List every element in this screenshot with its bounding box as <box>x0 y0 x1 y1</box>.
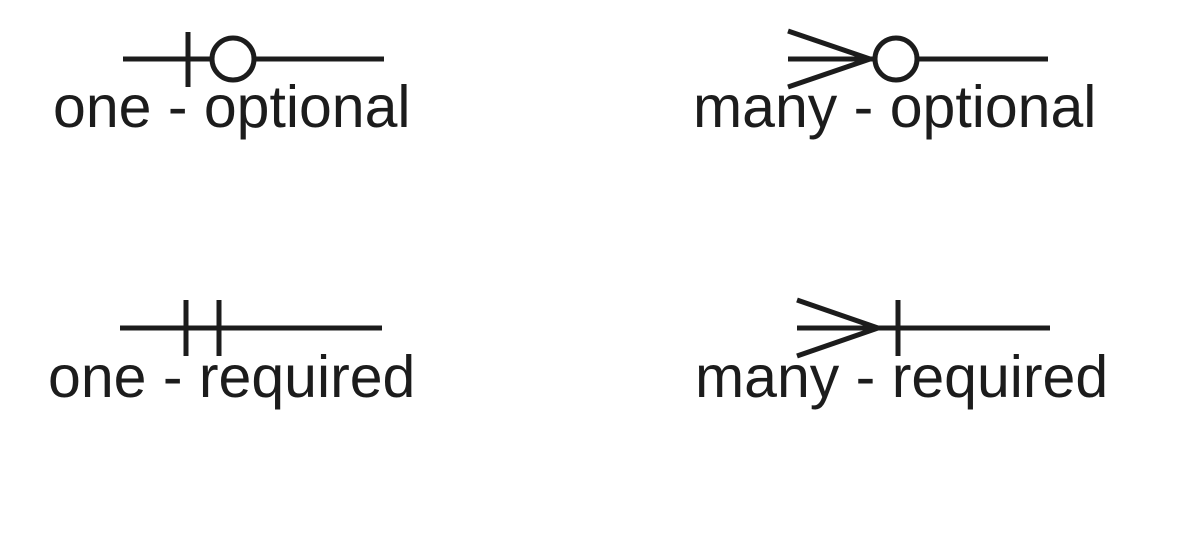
legend-label: many - optional <box>693 74 1097 140</box>
legend-item-one-required: one - required <box>0 270 560 430</box>
legend-label: one - required <box>48 344 416 410</box>
one-optional-icon <box>123 32 384 87</box>
legend-label: one - optional <box>53 74 411 140</box>
legend-item-one-optional: one - optional <box>0 0 560 160</box>
legend-item-many-required: many - required <box>600 270 1160 430</box>
legend-label: many - required <box>695 344 1109 410</box>
one-required-icon <box>120 300 382 356</box>
many-optional-icon <box>787 28 1048 90</box>
many-required-icon <box>796 297 1050 359</box>
legend-item-many-optional: many - optional <box>600 0 1160 160</box>
